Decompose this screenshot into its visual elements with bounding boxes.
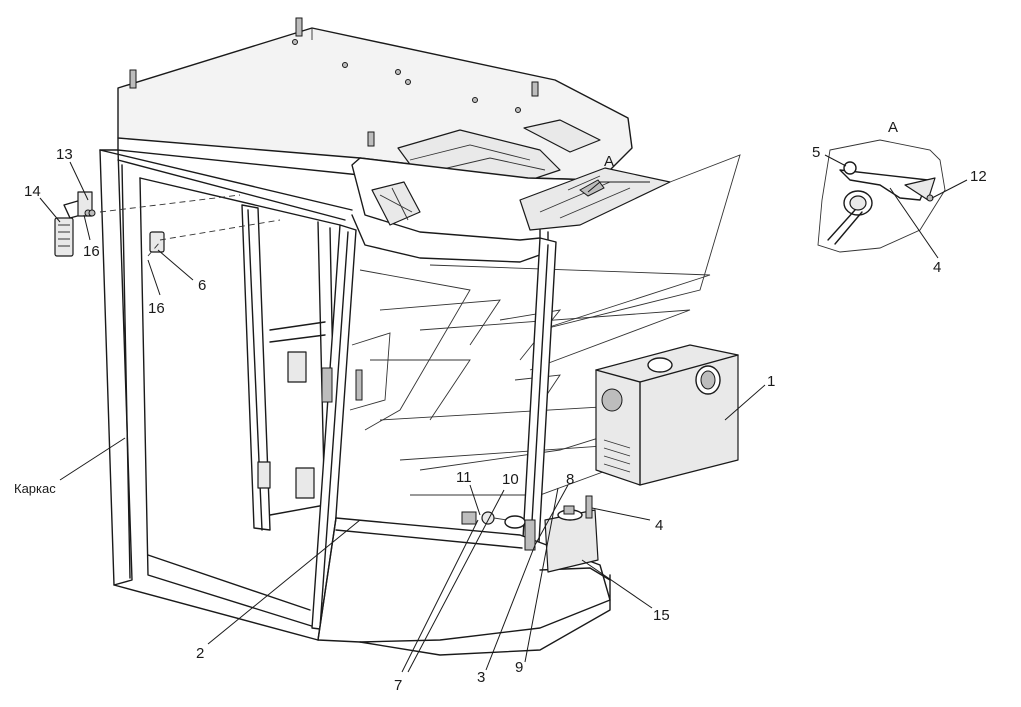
callout-4-main: 4 [655,517,663,534]
callout-4-detail: 4 [933,259,941,276]
callout-15: 15 [653,607,670,624]
front-pillars [311,224,557,631]
roof-fan-unit [519,167,671,231]
callout-16-upper: 16 [83,243,100,260]
callout-2: 2 [196,645,204,662]
callout-3: 3 [477,669,485,686]
callout-13: 13 [56,146,73,163]
callout-16-lower: 16 [148,300,165,317]
view-a-title: А [888,119,898,136]
callout-14: 14 [24,183,41,200]
callout-6: 6 [198,277,206,294]
callout-5: 5 [812,144,820,161]
callout-7: 7 [394,677,402,694]
detail-view-a [817,139,946,253]
callout-10: 10 [502,471,519,488]
callout-1: 1 [767,373,775,390]
mirror-bracket [54,191,96,257]
leader-lines [39,154,968,673]
cab-frame [99,149,353,641]
view-a-marker: А [604,153,614,170]
heater-unit [595,344,739,486]
assembly-dashed-lines [99,194,281,257]
callout-labels: 1 2 3 4 4 5 6 7 8 9 10 11 12 13 14 15 16… [14,119,987,694]
frame-label: Каркас [14,481,56,496]
callout-11: 11 [456,469,472,486]
callout-9: 9 [515,659,523,676]
callout-12: 12 [970,168,987,185]
washer-tank [544,495,599,573]
callout-8: 8 [566,471,574,488]
